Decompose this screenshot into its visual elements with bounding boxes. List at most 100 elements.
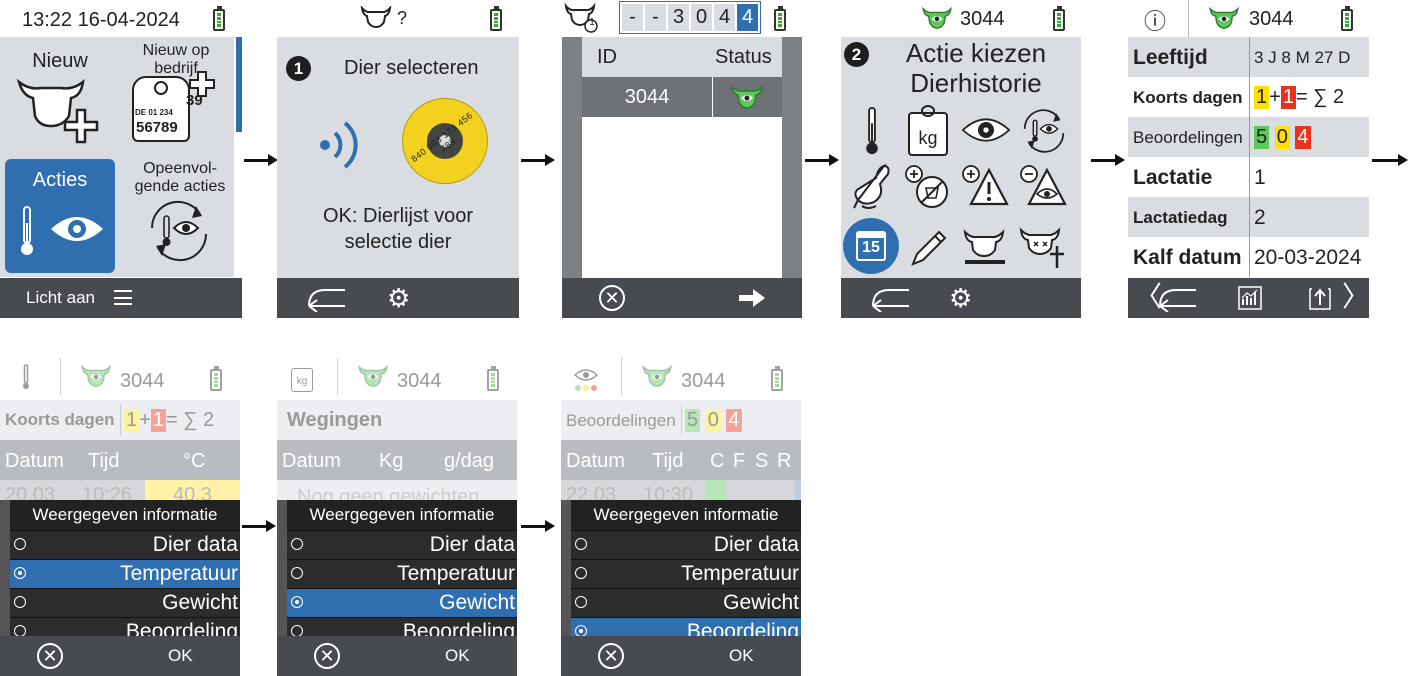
view-menu: Weergegeven informatie Dier data Tempera… [571, 500, 801, 646]
licht-aan-button[interactable]: Licht aan [26, 288, 95, 307]
menu-item-temperatuur[interactable]: Temperatuur [571, 559, 801, 588]
screen-dierhistorie: ⓘ 3044 Leeftijd 3 J 8 M 27 D Koorts dage… [1128, 0, 1369, 318]
thermometer-icon [23, 364, 29, 389]
ok-button[interactable]: OK [445, 646, 470, 665]
menu-item-gewicht[interactable]: Gewicht [10, 588, 240, 617]
cow-deceased-icon[interactable] [1019, 226, 1069, 270]
stork-icon[interactable] [850, 162, 892, 212]
bottom-bar: ✕ OK [277, 636, 517, 676]
thermometer-icon[interactable] [857, 106, 887, 156]
back-icon[interactable] [869, 284, 915, 312]
ok-button[interactable]: OK [729, 646, 754, 665]
cancel-icon[interactable]: ✕ [598, 643, 624, 669]
status-bar: 1 - - 3 0 4 4 [562, 0, 802, 37]
cow-icon [360, 6, 392, 28]
kg-label: kg [918, 128, 938, 148]
healthy-cow-icon [642, 364, 672, 387]
menu-item-dier-data[interactable]: Dier data [571, 530, 801, 559]
weight-icon[interactable]: kg [908, 105, 948, 156]
table-row[interactable]: 22.03 10:30 [561, 480, 801, 500]
ok-hint-1: OK: Dierlijst voor [322, 205, 474, 227]
nieuw-op-bedrijf-button[interactable]: Nieuw op bedrijf DE 01 234 56789 39 [120, 40, 232, 150]
score-c [706, 480, 726, 500]
info-icon[interactable]: ⓘ [1144, 9, 1167, 34]
table-row[interactable] [1128, 117, 1369, 157]
beoordelingen-label: Beoordelingen [566, 411, 676, 430]
table-header: Datum Tijd °C [0, 440, 240, 480]
cancel-icon[interactable]: ✕ [599, 285, 625, 311]
hamburger-icon[interactable] [114, 290, 132, 305]
chevron-left-icon[interactable]: 〈 [1134, 281, 1163, 312]
chart-icon[interactable] [1238, 286, 1262, 310]
chevron-right-icon[interactable]: 〉 [1342, 281, 1369, 312]
bottom-bar: 〈 〉 [1128, 278, 1369, 318]
healthy-cow-icon [358, 364, 388, 387]
ok-hint-2: selectie dier [344, 231, 452, 253]
menu-item-temperatuur[interactable]: Temperatuur [10, 559, 240, 588]
table-row[interactable] [1128, 197, 1369, 237]
cycle-actions-icon[interactable] [1019, 106, 1069, 156]
heading: Dier selecteren [344, 57, 479, 79]
bottom-bar: ✕ OK [561, 636, 801, 676]
arrow-right-icon[interactable] [737, 287, 767, 309]
calendar-button[interactable]: 15 [843, 218, 899, 274]
row-label: Kalf datum [1133, 246, 1242, 269]
cycle-actions-icon [150, 200, 208, 262]
status-bar: 3044 [0, 358, 240, 395]
row-label: Koorts dagen [1133, 88, 1243, 107]
acties-button[interactable]: Acties [5, 159, 115, 273]
cow-list-icon [564, 2, 598, 33]
digit: - [622, 4, 643, 31]
battery-icon [487, 366, 499, 391]
bottom-bar: ✕ OK [0, 636, 240, 676]
menu-item-temperatuur[interactable]: Temperatuur [287, 559, 517, 588]
screen-dier-lijst: 1 - - 3 0 4 4 ID Status 3044 ✕ [562, 0, 802, 318]
opeenvolgende-acties-button[interactable]: Opeenvol- gende acties [120, 160, 240, 272]
observation-remove-icon[interactable] [1019, 164, 1067, 208]
tag-number: 56789 [136, 119, 178, 136]
battery-icon [1341, 6, 1353, 31]
row-value: 20-03-2024 [1254, 246, 1362, 269]
heading-1: Actie kiezen [905, 38, 1047, 68]
gear-icon[interactable]: ⚙ [387, 283, 411, 313]
nieuw-button[interactable]: Nieuw [5, 46, 115, 151]
pencil-icon[interactable] [907, 226, 951, 270]
col-status: Status [715, 46, 772, 68]
koorts-value: 1+1= ∑ 2 [124, 409, 215, 432]
table-row[interactable] [1128, 37, 1369, 77]
id-entry[interactable]: - - 3 0 4 4 [619, 1, 761, 34]
warning-add-icon[interactable] [961, 164, 1009, 208]
empty-row: Nog geen gewichten [277, 480, 517, 500]
menu-item-gewicht[interactable]: Gewicht [287, 588, 517, 617]
menu-item-dier-data[interactable]: Dier data [287, 530, 517, 559]
screen-temperatuur: 3044 Koorts dagen 1+1= ∑ 2 Datum Tijd °C… [0, 358, 240, 676]
cancel-icon[interactable]: ✕ [37, 643, 63, 669]
battery-icon [774, 6, 786, 31]
animal-id: 3044 [1249, 8, 1294, 30]
table-row[interactable]: 20.03 10:26 40.3 [0, 480, 240, 500]
ear-tag-round-icon: 840 003 123 456 789 [402, 98, 488, 184]
upload-icon[interactable] [1308, 285, 1332, 311]
dry-off-icon[interactable] [904, 164, 952, 210]
eye-icon [51, 217, 103, 241]
cancel-icon[interactable]: ✕ [314, 643, 340, 669]
tag-code: DE 01 234 [135, 108, 173, 117]
battery-icon [210, 366, 222, 391]
menu-item-gewicht[interactable]: Gewicht [571, 588, 801, 617]
battery-icon [490, 6, 502, 31]
cow-remove-icon[interactable] [961, 228, 1009, 270]
flow-arrow [242, 520, 276, 532]
screen-gewicht: kg 3044 Wegingen Datum Kg g/dag Nog geen… [277, 358, 517, 676]
ok-button[interactable]: OK [168, 646, 193, 665]
back-icon[interactable] [1156, 284, 1202, 312]
battery-icon [213, 6, 225, 31]
menu-item-dier-data[interactable]: Dier data [10, 530, 240, 559]
eye-traffic-light-icon [573, 369, 599, 391]
scrollbar[interactable] [236, 37, 242, 277]
gear-icon[interactable]: ⚙ [949, 283, 973, 313]
back-icon[interactable] [305, 284, 351, 312]
menu-header: Weergegeven informatie [10, 500, 240, 530]
eye-icon[interactable] [961, 114, 1011, 146]
table-row[interactable]: 3044 [582, 77, 782, 117]
koorts-value: 1+1= ∑ 2 [1254, 86, 1345, 109]
